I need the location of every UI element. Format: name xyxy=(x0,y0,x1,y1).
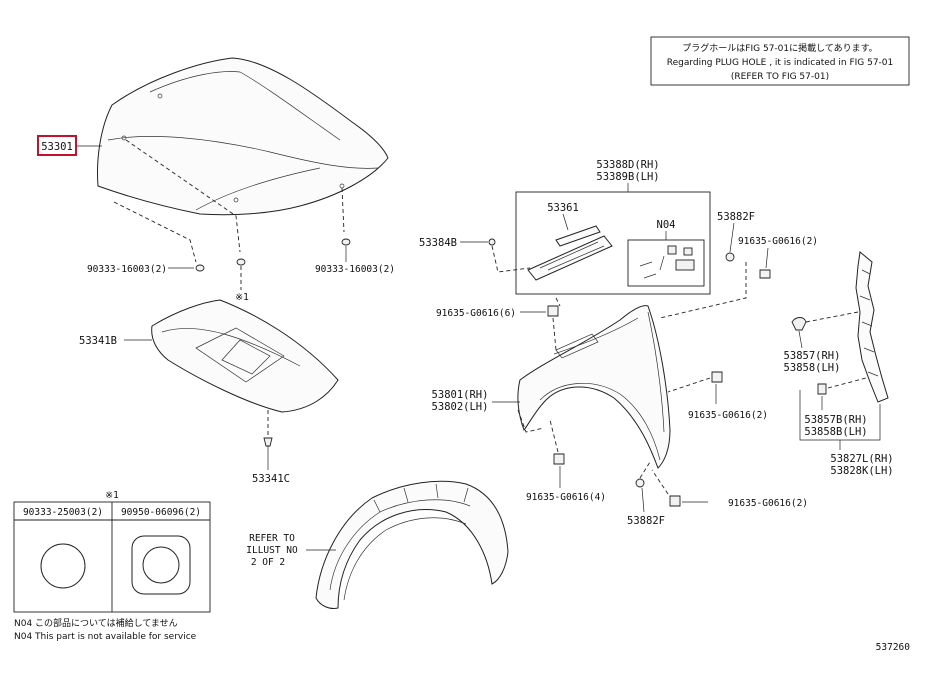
label-insulator-clip[interactable]: 53341C xyxy=(252,473,290,485)
label-clip-lh[interactable]: 53858(LH) xyxy=(784,362,841,374)
label-hood[interactable]: 53301 xyxy=(41,141,73,153)
bolt-fender-mid-icon xyxy=(711,371,723,383)
clip-53384-icon xyxy=(488,238,496,246)
label-clip-rh[interactable]: 53857(RH) xyxy=(784,350,841,362)
label-fender-rh[interactable]: 53801(RH) xyxy=(432,389,489,401)
note-line-ja: プラグホールはFIG 57-01に掲載してあります。 xyxy=(682,42,877,54)
label-refer-line3: 2 OF 2 xyxy=(251,557,285,568)
label-seal-kit[interactable]: N04 xyxy=(657,219,676,231)
figure-id: 537260 xyxy=(876,642,911,653)
label-bolt-fender-bottom[interactable]: 91635-G0616(4) xyxy=(526,492,606,503)
round-plug-icon xyxy=(40,543,86,589)
seal-part[interactable] xyxy=(527,225,613,281)
footnote-ja: N04 この部品については補給してません xyxy=(14,617,178,629)
washer-bottom-icon xyxy=(635,478,645,488)
label-washer-bottom[interactable]: 53882F xyxy=(627,515,665,527)
plug-table-mark: ※1 xyxy=(105,490,119,501)
fender-part[interactable] xyxy=(517,305,671,469)
label-clip-53384[interactable]: 53384B xyxy=(419,237,457,249)
label-plug-left[interactable]: 90333-16003(2) xyxy=(87,264,167,275)
bolt-top-right-icon xyxy=(759,269,771,279)
footnote-en: N04 This part is not available for servi… xyxy=(14,632,197,642)
label-brace-rh[interactable]: 53827L(RH) xyxy=(830,453,893,465)
fender-liner-part[interactable] xyxy=(315,480,509,609)
insulator-clip-icon xyxy=(263,437,273,447)
label-bolt-fender-mid[interactable]: 91635-G0616(2) xyxy=(688,410,768,421)
plug-left-icon xyxy=(195,264,205,272)
label-seal-inner[interactable]: 53361 xyxy=(547,202,579,214)
label-refer-line2: ILLUST NO xyxy=(246,545,298,556)
label-bolt-lower-right[interactable]: 91635-G0616(2) xyxy=(728,498,808,509)
label-seal-lh[interactable]: 53389B(LH) xyxy=(596,171,659,183)
plug-center-icon xyxy=(236,258,246,266)
label-insulator[interactable]: 53341B xyxy=(79,335,117,347)
label-clip2-rh[interactable]: 53857B(RH) xyxy=(804,414,867,426)
plug-table-col1[interactable]: 90333-25003(2) xyxy=(23,507,103,518)
label-fender-lh[interactable]: 53802(LH) xyxy=(432,401,489,413)
seal-kit-parts xyxy=(639,245,695,279)
bolt-fender-top-icon xyxy=(547,305,559,317)
hood-part[interactable] xyxy=(97,57,389,216)
label-brace-lh[interactable]: 53828K(LH) xyxy=(830,465,893,477)
plug-table-col2[interactable]: 90950-06096(2) xyxy=(121,507,201,518)
seal-group-box xyxy=(515,191,711,295)
bolt-lower-right-icon xyxy=(669,495,681,507)
note-line-refer: (REFER TO FIG 57-01) xyxy=(731,72,829,82)
label-refer-line1: REFER TO xyxy=(249,533,295,544)
clip-53857-icon xyxy=(791,317,807,331)
brace-part[interactable] xyxy=(855,251,889,403)
hood-highlight xyxy=(37,135,77,156)
label-clip2-lh[interactable]: 53858B(LH) xyxy=(804,426,867,438)
label-bolt-top-right[interactable]: 91635-G0616(2) xyxy=(738,236,818,247)
label-plug-right[interactable]: 90333-16003(2) xyxy=(315,264,395,275)
square-plug-icon xyxy=(131,535,191,595)
square-plug-inner-icon xyxy=(142,546,180,584)
insulator-part[interactable] xyxy=(151,299,339,413)
label-washer-top[interactable]: 53882F xyxy=(717,211,755,223)
label-bolt-fender-top[interactable]: 91635-G0616(6) xyxy=(436,308,516,319)
label-seal-rh[interactable]: 53388D(RH) xyxy=(596,159,659,171)
plug-right-icon xyxy=(341,238,351,246)
washer-top-icon xyxy=(725,252,735,262)
label-plug-mark: ※1 xyxy=(235,292,249,303)
clip2-icon xyxy=(817,383,827,395)
note-line-en: Regarding PLUG HOLE , it is indicated in… xyxy=(667,58,894,68)
bolt-fender-bottom-icon xyxy=(553,453,565,465)
note-box xyxy=(650,36,910,86)
